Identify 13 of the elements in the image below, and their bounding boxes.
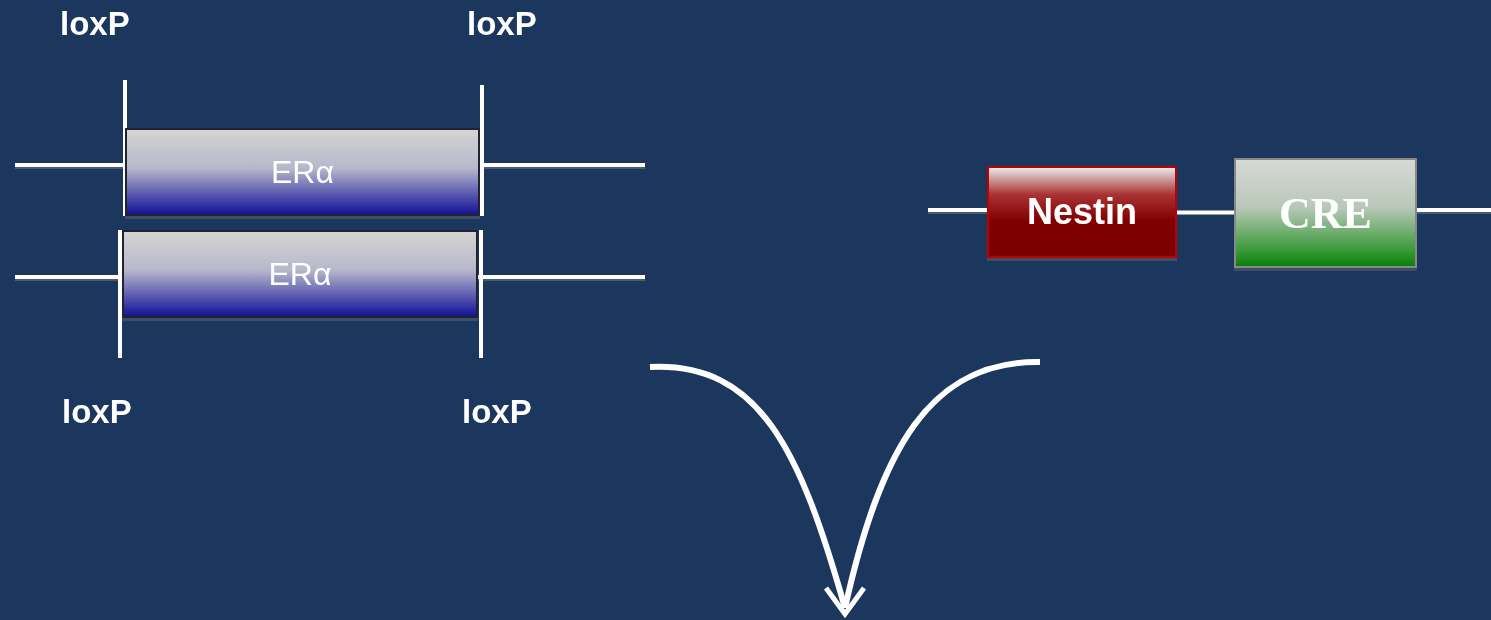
gene-label: ERα [271, 153, 334, 191]
gene-segment [125, 128, 480, 216]
gene-box [1234, 158, 1417, 268]
gene-label: CRE [1279, 187, 1372, 239]
site-label: loxP [462, 393, 532, 431]
site-label: loxP [467, 5, 537, 43]
site-label: loxP [62, 393, 132, 431]
promoter-box [987, 166, 1177, 258]
gene-label: Nestin [1027, 191, 1137, 233]
gene-segment [122, 230, 478, 318]
site-label: loxP [60, 5, 130, 43]
gene-label: ERα [268, 255, 332, 293]
dna-strand [1177, 210, 1234, 215]
